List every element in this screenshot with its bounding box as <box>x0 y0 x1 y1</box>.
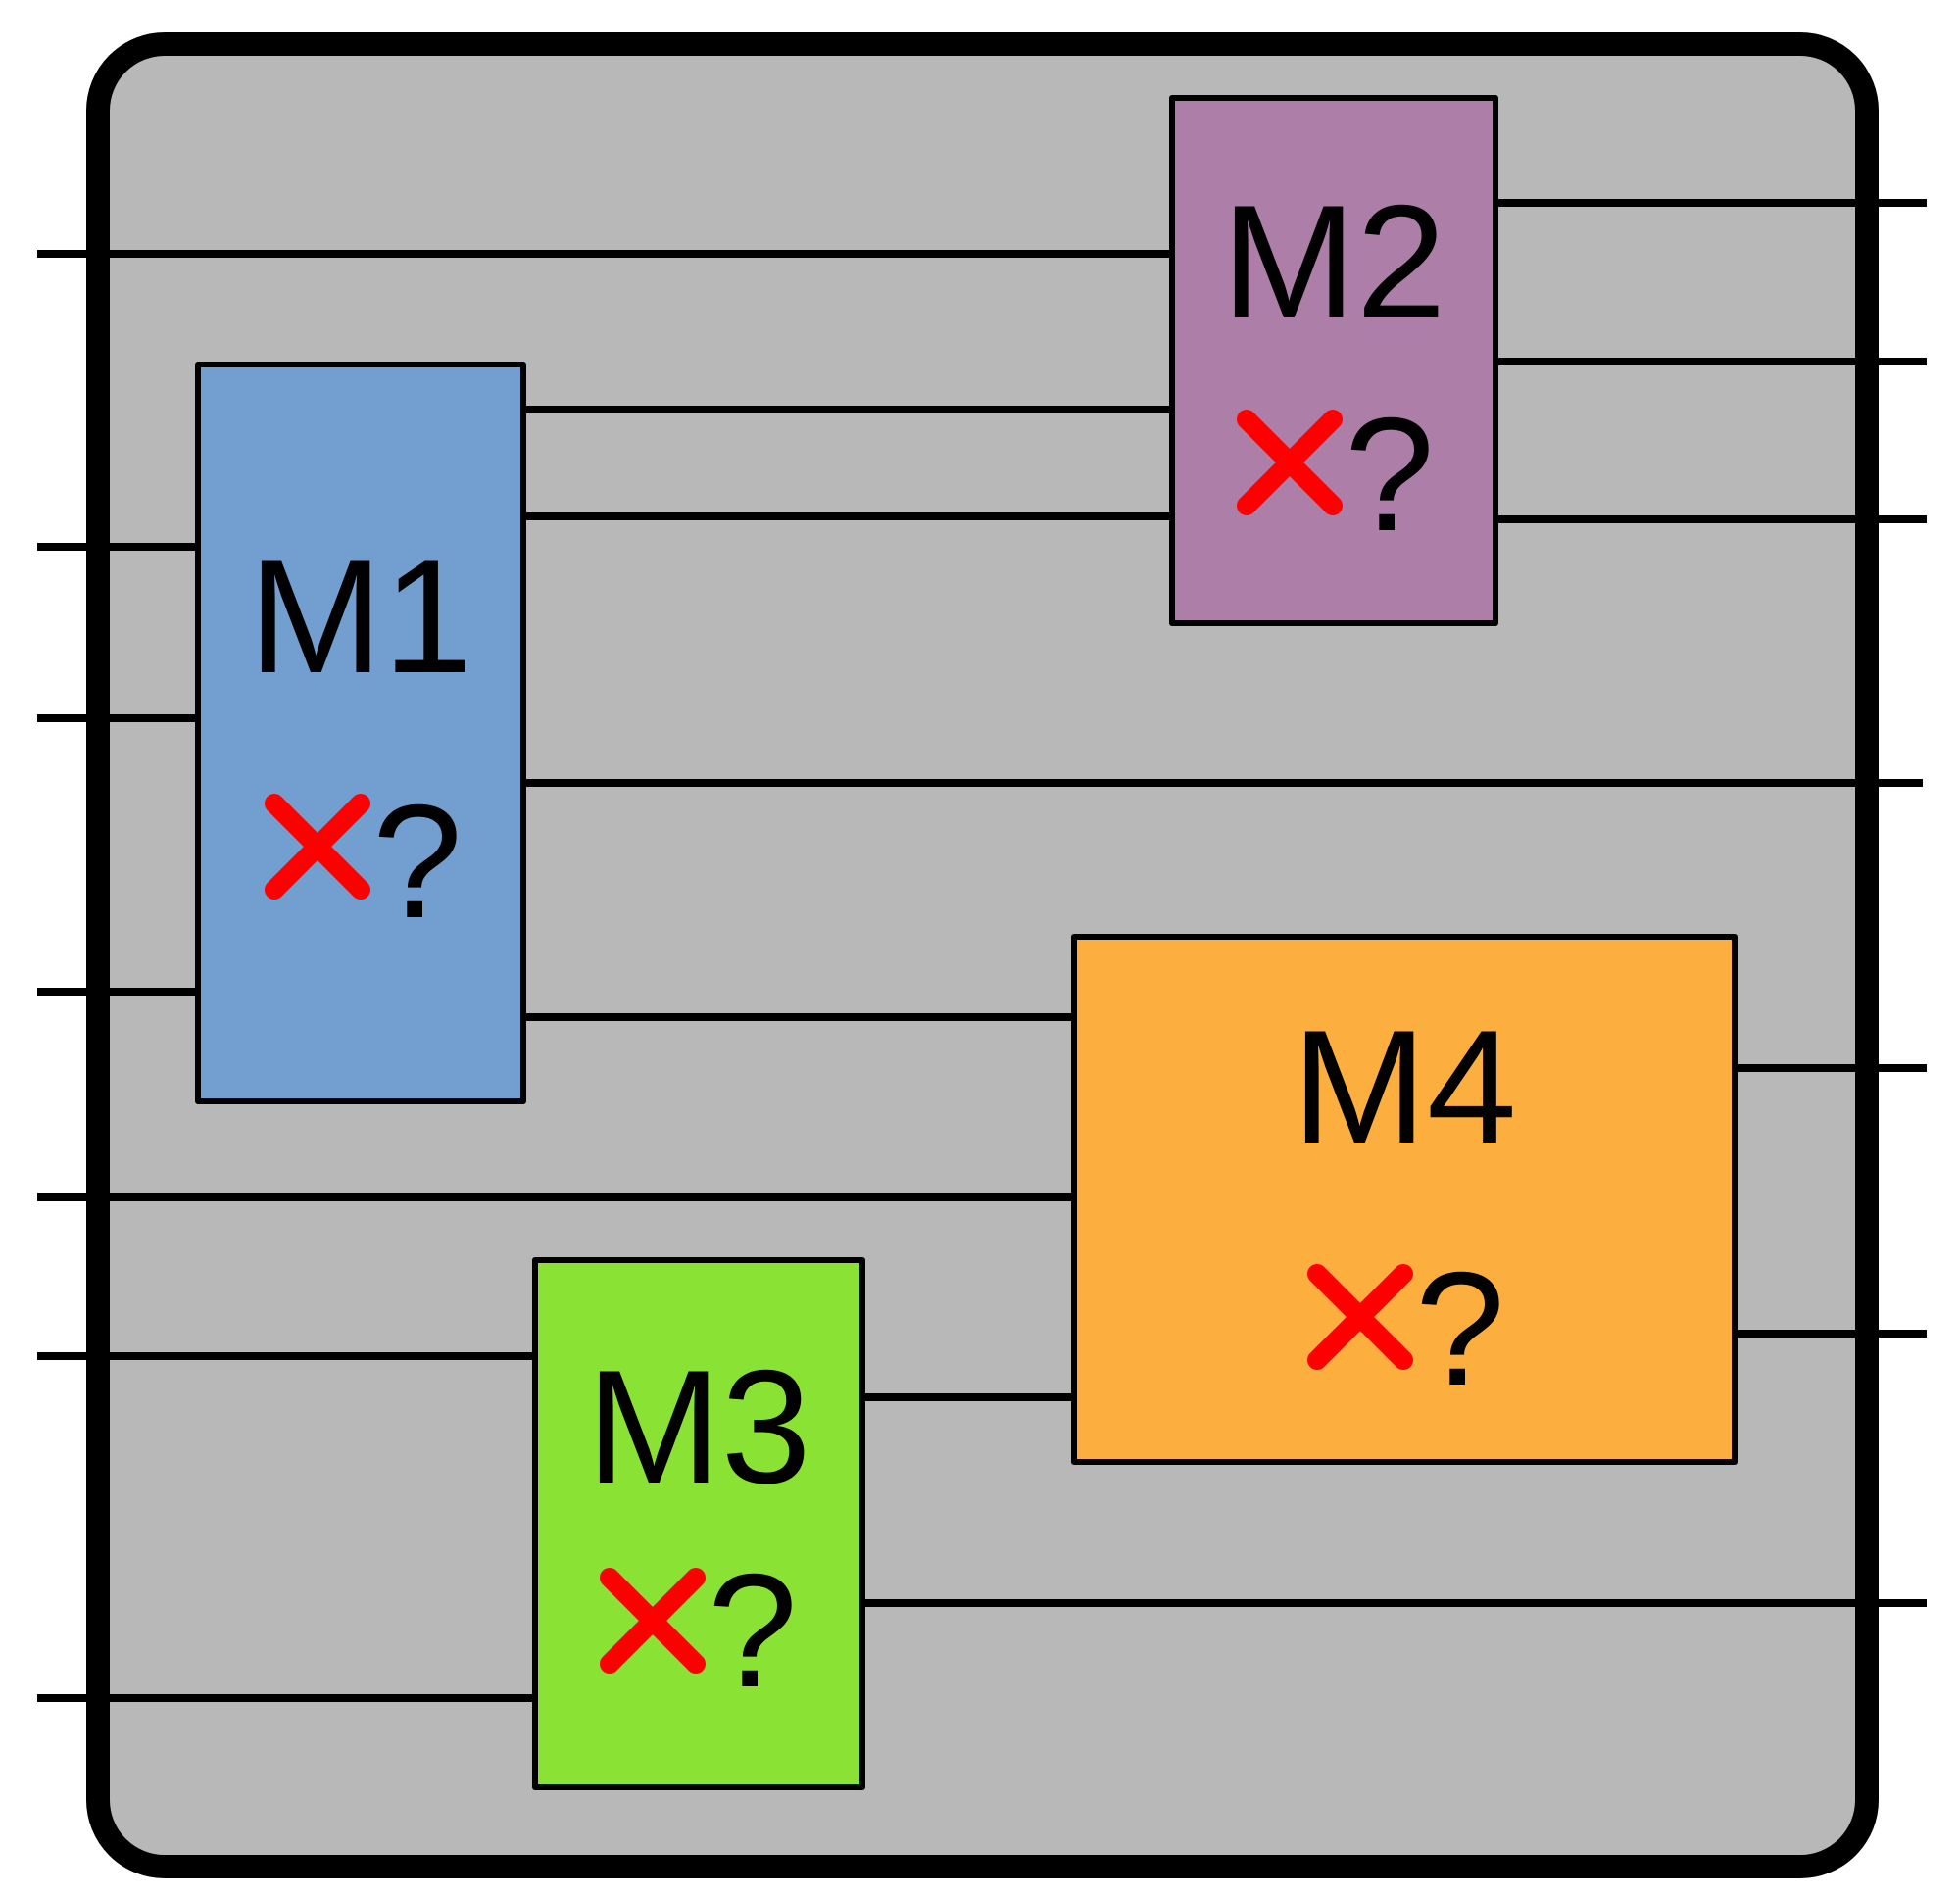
internal-wires <box>523 406 1172 1401</box>
red-cross-icon <box>1307 1264 1413 1370</box>
module-m4: M4 ? <box>1071 934 1738 1465</box>
question-mark: ? <box>1345 384 1435 564</box>
output-wires <box>523 199 1927 1607</box>
module-m2: M2 ? <box>1169 95 1498 626</box>
module-m4-box <box>1071 934 1738 1465</box>
module-m2-label: M2 <box>1221 171 1446 352</box>
module-m4-label: M4 <box>1292 997 1516 1177</box>
input-wires <box>37 250 1172 1702</box>
question-mark: ? <box>1415 1239 1505 1419</box>
module-m3: M3 ? <box>532 1257 865 1790</box>
question-mark: ? <box>372 771 463 951</box>
question-mark: ? <box>708 1540 798 1721</box>
module-m1-box <box>195 362 526 1104</box>
module-m2-box <box>1169 95 1498 626</box>
module-m1: M1 ? <box>195 362 526 1104</box>
red-cross-icon <box>1237 410 1343 515</box>
module-m3-box <box>532 1257 865 1790</box>
red-cross-icon <box>265 794 370 900</box>
red-cross-icon <box>600 1568 706 1674</box>
module-m1-label: M1 <box>248 526 472 706</box>
module-m3-label: M3 <box>586 1337 810 1517</box>
